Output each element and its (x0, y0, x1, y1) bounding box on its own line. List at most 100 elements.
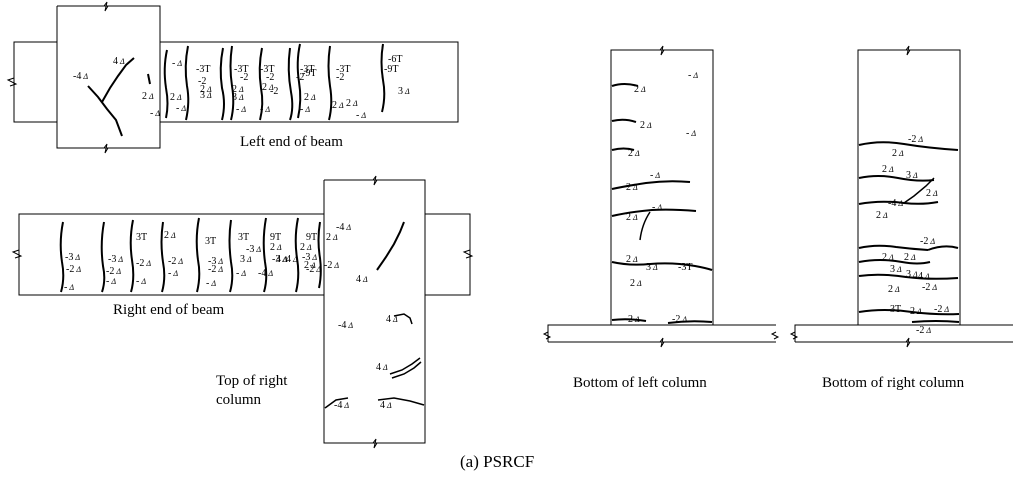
column-crack (858, 259, 931, 265)
column-crack (903, 177, 935, 204)
crack-label: -3T (196, 64, 210, 75)
beam-crack (184, 45, 190, 121)
break-symbol (103, 143, 109, 154)
crack-label: 9T (306, 232, 317, 243)
break-symbol (542, 331, 552, 340)
beam-crack (129, 219, 135, 293)
joint-crack (147, 73, 151, 85)
joint-crack (393, 313, 413, 325)
crack-label: -3T (234, 64, 248, 75)
beam-crack (219, 47, 225, 121)
crack-label: -Δ (150, 108, 160, 119)
crack-label: -Δ (236, 104, 246, 115)
crack-label: -Δ (300, 104, 310, 115)
break-symbol (905, 45, 911, 56)
crack-label: -9T (302, 68, 316, 79)
crack-label: -Δ (172, 58, 182, 69)
crack-label: -3T (678, 262, 692, 273)
crack-label: -Δ (176, 103, 186, 114)
column-crack (667, 320, 713, 324)
column-crack (858, 309, 960, 316)
crack-label: -Δ (356, 110, 366, 121)
crack-label: -3T (260, 64, 274, 75)
crack-label: -Δ (652, 202, 662, 213)
beam-crack (195, 217, 201, 293)
crack-label: -Δ (260, 104, 270, 115)
column-crack (858, 244, 929, 251)
column-crack (611, 261, 713, 271)
beam-crack (163, 49, 169, 119)
crack-label: -9T (384, 64, 398, 75)
figure-caption: (a) PSRCF (460, 452, 535, 471)
crack-label: -2 (336, 72, 344, 83)
bottom-of-right-column-drawing (789, 45, 1013, 348)
crack-label: -Δ (686, 128, 696, 139)
beam-crack (258, 47, 264, 121)
crack-label: 3T (238, 232, 249, 243)
crack-label: -Δ (206, 278, 216, 289)
crack-label: -Δ (136, 276, 146, 287)
column-crack (639, 211, 651, 241)
crack-label: -2 (240, 72, 248, 83)
crack-label: -Δ (106, 276, 116, 287)
column-crack (611, 118, 637, 123)
column-crack (858, 175, 935, 182)
break-symbol (372, 438, 378, 449)
crack-label: -Δ (64, 282, 74, 293)
column-crack (927, 245, 959, 251)
crack-label: -2 (266, 72, 274, 83)
crack-label: -3T (336, 64, 350, 75)
crack-label: 3T (890, 304, 901, 315)
column-crack (611, 318, 647, 322)
beam-outline (160, 41, 459, 123)
beam-crack (229, 45, 235, 121)
beam-crack (294, 217, 300, 293)
break-symbol (11, 249, 23, 259)
crack-label: 3T (136, 232, 147, 243)
crack-label: 3T (205, 236, 216, 247)
crack-label: -2 (270, 86, 278, 97)
beam-crack (317, 221, 322, 289)
joint-column-outline (56, 5, 161, 149)
crack-label: 9T (270, 232, 281, 243)
break-symbol (659, 45, 665, 56)
beam-crack (160, 221, 166, 293)
joint-crack (101, 57, 135, 103)
break-symbol (905, 337, 911, 348)
left-beam-stub (13, 41, 57, 123)
crack-label: -Δ (688, 70, 698, 81)
